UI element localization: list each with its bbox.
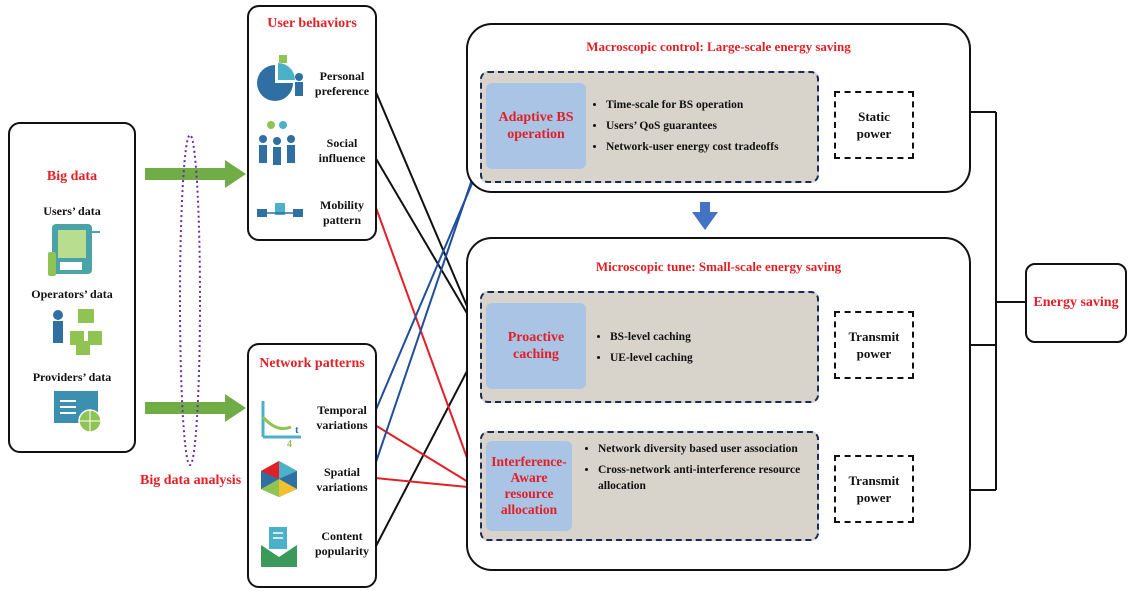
adaptive-bs-bullets: Time-scale for BS operation Users’ QoS g…: [590, 97, 820, 160]
green-arrow-top: [145, 160, 246, 188]
link-mobility-to-interference: [374, 204, 479, 489]
interference-aware-panel: Interference-Aware resource allocation N…: [480, 431, 819, 541]
interference-aware-bullets: Network diversity based user association…: [582, 441, 816, 499]
link-temporal-to-interference: [374, 424, 479, 489]
big-data-box: Big data Users’ data Operators’ data Pro…: [8, 122, 136, 453]
transmit-power-box-1: Transmit power: [834, 311, 914, 379]
proactive-caching-bullets: BS-level caching UE-level caching: [594, 329, 814, 371]
bullet-ue-caching: UE-level caching: [610, 350, 814, 366]
link-spatial-to-adaptive: [374, 149, 483, 466]
bullet-cross-network: Cross-network anti-interference resource…: [598, 462, 816, 494]
transmit-power-box-2: Transmit power: [834, 455, 914, 523]
link-spatial-to-interference: [374, 477, 479, 489]
users-data-label: Users’ data: [43, 204, 101, 218]
link-personal-to-caching: [374, 89, 479, 333]
svg-text:4: 4: [287, 439, 292, 447]
link-social-to-caching: [374, 156, 479, 333]
bullet-time-scale: Time-scale for BS operation: [606, 97, 820, 113]
microscopic-box: Microscopic tune: Small-scale energy sav…: [466, 237, 971, 571]
static-power-box: Static power: [834, 91, 914, 159]
big-data-analysis-label: Big data analysis: [140, 473, 242, 488]
bullet-network-diversity: Network diversity based user association: [598, 441, 816, 457]
interference-aware-block: Interference-Aware resource allocation: [486, 441, 572, 531]
bullet-bs-caching: BS-level caching: [610, 329, 814, 345]
bullet-qos: Users’ QoS guarantees: [606, 118, 820, 134]
svg-text:t: t: [295, 424, 299, 436]
providers-data-label: Providers’ data: [32, 370, 112, 384]
user-behaviors-title: User behaviors: [267, 16, 357, 31]
macroscopic-box: Macroscopic control: Large-scale energy …: [466, 23, 971, 193]
energy-saving-label: Energy saving: [1033, 295, 1119, 310]
blue-down-arrow: [692, 202, 718, 230]
energy-saving-box: Energy saving: [1025, 263, 1127, 343]
link-content-to-caching: [374, 349, 479, 549]
proactive-caching-panel: Proactive caching BS-level caching UE-le…: [480, 291, 819, 403]
adaptive-bs-block: Adaptive BS operation: [486, 83, 586, 169]
proactive-caching-block: Proactive caching: [486, 303, 586, 389]
microscopic-title: Microscopic tune: Small-scale energy sav…: [595, 259, 842, 274]
green-arrow-bottom: [145, 394, 246, 422]
network-patterns-title: Network patterns: [259, 356, 365, 371]
macroscopic-title: Macroscopic control: Large-scale energy …: [586, 39, 851, 54]
dotted-ellipse: [179, 134, 201, 466]
bullet-tradeoffs: Network-user energy cost tradeoffs: [606, 139, 820, 155]
adaptive-bs-panel: Adaptive BS operation Time-scale for BS …: [480, 71, 819, 183]
big-data-title: Big data: [46, 169, 98, 184]
operators-data-label: Operators’ data: [31, 287, 113, 301]
